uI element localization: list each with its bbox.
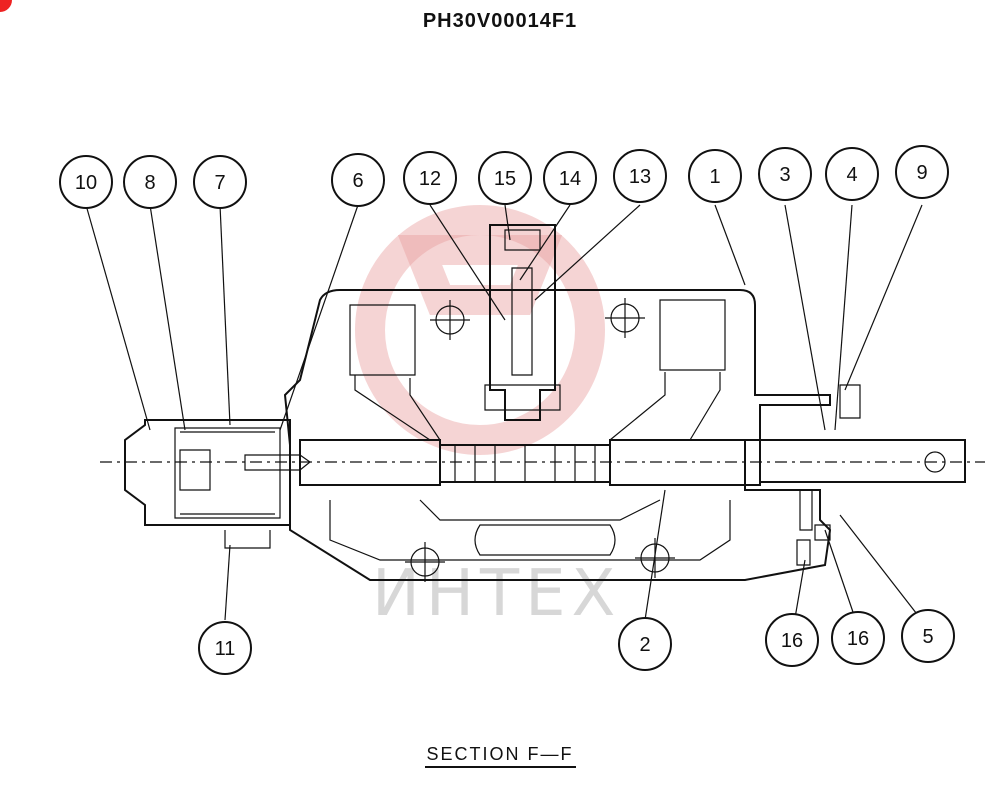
svg-text:16: 16 xyxy=(781,630,803,652)
svg-text:7: 7 xyxy=(214,172,225,194)
callout-3: 3 xyxy=(758,147,812,201)
callout-10: 10 xyxy=(59,155,113,209)
svg-text:4: 4 xyxy=(846,164,857,186)
callout-15: 15 xyxy=(478,151,532,205)
svg-text:16: 16 xyxy=(847,628,869,650)
watermark-logo: ИНТЕХ xyxy=(355,205,621,631)
svg-text:6: 6 xyxy=(352,170,363,192)
svg-text:13: 13 xyxy=(629,166,651,188)
callout-4: 4 xyxy=(825,147,879,201)
callout-8: 8 xyxy=(123,155,177,209)
check-valve-housing xyxy=(489,224,556,421)
callout-2: 2 xyxy=(618,617,672,671)
end-cap xyxy=(124,419,291,526)
spool xyxy=(299,439,966,486)
svg-text:1: 1 xyxy=(709,166,720,188)
section-label: SECTION F—F xyxy=(0,744,1000,768)
bolt-hole xyxy=(405,542,445,582)
callout-6: 6 xyxy=(331,153,385,207)
callout-13: 13 xyxy=(613,149,667,203)
callout-9: 9 xyxy=(895,145,949,199)
svg-text:2: 2 xyxy=(639,634,650,656)
svg-text:9: 9 xyxy=(916,162,927,184)
callout-14: 14 xyxy=(543,151,597,205)
svg-text:8: 8 xyxy=(144,172,155,194)
svg-text:14: 14 xyxy=(559,168,581,190)
leader-lines xyxy=(85,204,923,621)
svg-text:10: 10 xyxy=(75,172,97,194)
svg-text:5: 5 xyxy=(922,626,933,648)
bolt-hole xyxy=(430,300,470,340)
callout-1: 1 xyxy=(688,149,742,203)
bolt-hole xyxy=(605,298,645,338)
callout-11: 11 xyxy=(198,621,252,675)
callout-16a: 16 xyxy=(765,613,819,667)
callout-7: 7 xyxy=(193,155,247,209)
svg-text:15: 15 xyxy=(494,168,516,190)
drawing-number: PH30V00014F1 xyxy=(422,10,578,32)
svg-text:12: 12 xyxy=(419,168,441,190)
svg-text:11: 11 xyxy=(215,638,236,660)
callout-5: 5 xyxy=(901,609,955,663)
callout-16b: 16 xyxy=(831,611,885,665)
svg-text:3: 3 xyxy=(779,164,790,186)
callout-12: 12 xyxy=(403,151,457,205)
spool-eye xyxy=(924,451,946,473)
watermark-text: ИНТЕХ xyxy=(372,557,621,631)
